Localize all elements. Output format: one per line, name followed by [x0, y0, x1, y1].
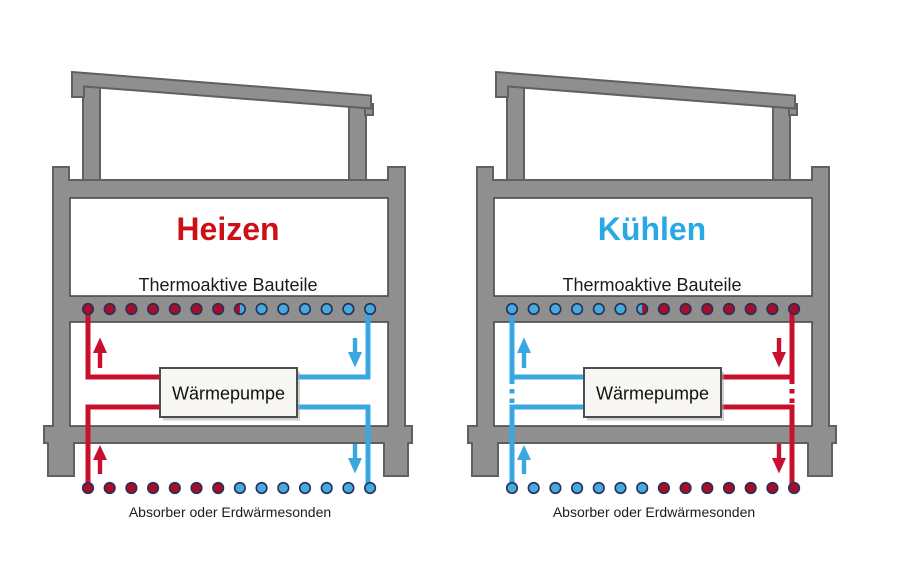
dot: [168, 481, 181, 495]
dot: [190, 302, 203, 316]
dot: [320, 481, 333, 495]
diagram-caption: Absorber oder Erdwärmesonden: [553, 504, 755, 520]
pipe-left-lower: [85, 404, 160, 488]
ground-dot-row: [81, 481, 377, 495]
pipe-right-lower: [297, 404, 371, 488]
dot: [549, 302, 562, 316]
dot: [527, 302, 540, 316]
room-upper: [493, 197, 813, 297]
pipe-left-upper: [85, 309, 160, 380]
dot: [255, 302, 268, 316]
diagram-subtitle: Thermoaktive Bauteile: [138, 275, 317, 295]
dot: [701, 302, 714, 316]
dot: [81, 302, 95, 316]
dot: [636, 481, 649, 495]
room-upper: [69, 197, 389, 297]
dot: [766, 302, 779, 316]
dot: [505, 481, 519, 495]
dot: [298, 302, 312, 316]
pipe-right-lower: [721, 404, 795, 488]
diagram-title: Heizen: [176, 211, 279, 247]
dot: [766, 481, 779, 495]
diagram-subtitle: Thermoaktive Bauteile: [562, 275, 741, 295]
dot: [744, 302, 757, 316]
dot: [722, 302, 736, 316]
dot: [592, 302, 605, 316]
dot: [125, 302, 138, 316]
dot: [571, 481, 584, 495]
pipe-left-upper: [509, 309, 584, 380]
thermo-dot-row: [81, 302, 377, 316]
down-arrow-ground-icon: [348, 444, 362, 474]
thermo-dot-row: [505, 302, 801, 316]
dot: [679, 302, 692, 316]
dot: [722, 481, 736, 495]
roof-slab: [495, 70, 796, 110]
dot: [103, 481, 116, 495]
dot: [168, 302, 181, 316]
diagram-heizen: Wärmepumpe Heizen Thermoaktive Bauteile …: [43, 70, 413, 520]
up-arrow-room-icon: [517, 337, 531, 368]
dot: [636, 302, 649, 316]
dot: [233, 302, 246, 316]
heat-pump-box: [583, 367, 722, 418]
dot: [320, 302, 333, 316]
dot: [679, 481, 692, 495]
dot: [788, 302, 801, 316]
up-arrow-ground-icon: [93, 445, 107, 474]
dot: [657, 302, 670, 316]
heat-pump-label: Wärmepumpe: [172, 384, 285, 404]
diagram-kuehlen: Wärmepumpe Kühlen Thermoaktive Bauteile …: [467, 70, 837, 520]
dot: [212, 302, 225, 316]
dot: [614, 481, 627, 495]
down-arrow-room-icon: [348, 338, 362, 368]
dot: [592, 481, 605, 495]
dot: [277, 481, 290, 495]
dot: [744, 481, 757, 495]
roof-slab: [71, 70, 372, 110]
dot: [81, 481, 95, 495]
dot: [657, 481, 670, 495]
dot: [277, 302, 290, 316]
heat-pump-box: [159, 367, 298, 418]
dot: [147, 302, 160, 316]
roof-post-right: [348, 100, 367, 183]
dot: [614, 302, 627, 316]
dot: [147, 481, 160, 495]
diagram-caption: Absorber oder Erdwärmesonden: [129, 504, 331, 520]
dot: [212, 481, 225, 495]
dot: [103, 302, 116, 316]
pipe-left-lower: [509, 404, 584, 488]
down-arrow-ground-icon: [772, 444, 786, 474]
up-arrow-room-icon: [93, 337, 107, 368]
dot: [125, 481, 138, 495]
dot: [571, 302, 584, 316]
pipe-right-upper: [721, 309, 795, 380]
roof-post-left: [506, 83, 525, 183]
down-arrow-room-icon: [772, 338, 786, 368]
dot: [342, 481, 355, 495]
dot: [190, 481, 203, 495]
dot: [788, 481, 801, 495]
dot: [233, 481, 246, 495]
dot: [701, 481, 714, 495]
dot: [527, 481, 540, 495]
ground-dot-row: [505, 481, 801, 495]
pipe-right-upper: [297, 309, 371, 380]
dot: [255, 481, 268, 495]
roof-post-right: [772, 100, 791, 183]
diagram-title: Kühlen: [598, 211, 706, 247]
dot: [298, 481, 312, 495]
dot: [505, 302, 519, 316]
heat-pump-label: Wärmepumpe: [596, 384, 709, 404]
dot: [364, 481, 377, 495]
dot: [342, 302, 355, 316]
dot: [549, 481, 562, 495]
dot: [364, 302, 377, 316]
roof-post-left: [82, 83, 101, 183]
up-arrow-ground-icon: [517, 445, 531, 474]
